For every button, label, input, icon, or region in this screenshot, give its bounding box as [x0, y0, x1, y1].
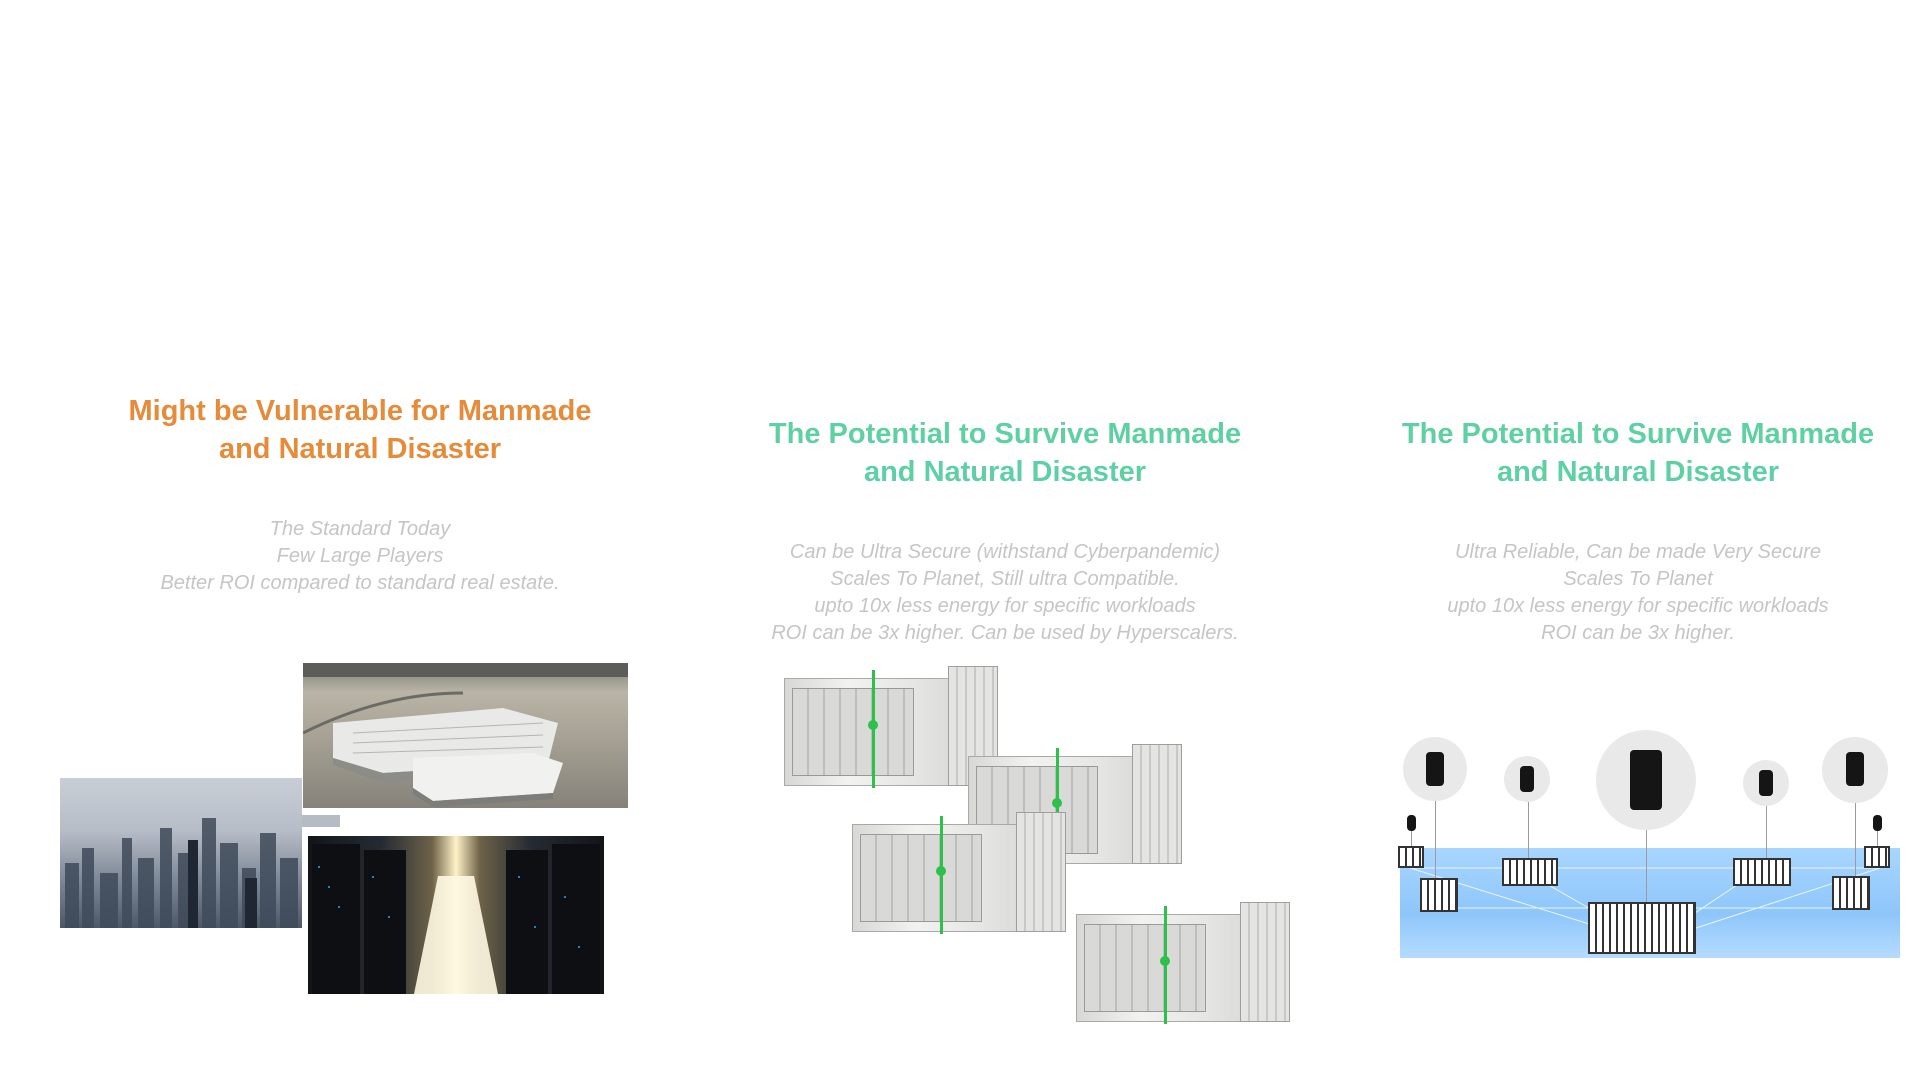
description-line: Better ROI compared to standard real est… [160, 572, 560, 594]
column-description: The Standard Today Few Large Players Bet… [100, 516, 620, 597]
smoggy-city-image [60, 778, 302, 928]
column-description: Ultra Reliable, Can be made Very Secure … [1378, 539, 1898, 647]
column-title: Might be Vulnerable for Manmade and Natu… [100, 392, 620, 468]
column-title: The Potential to Survive Manmade and Nat… [745, 415, 1265, 491]
title-line-2: and Natural Disaster [863, 456, 1147, 488]
building-icon [1733, 858, 1791, 886]
title-line-1: The Potential to Survive Manmade [768, 418, 1242, 450]
device-icon [1630, 750, 1662, 810]
modular-container-unit [1076, 896, 1290, 1024]
house-icon [1832, 876, 1870, 910]
house-icon [1420, 878, 1458, 912]
column-title: The Potential to Survive Manmade and Nat… [1378, 415, 1898, 491]
modular-container-unit [784, 660, 998, 788]
description-line: Scales To Planet, Still ultra Compatible… [830, 568, 1180, 590]
house-icon [1864, 846, 1890, 868]
connector-line [1411, 830, 1412, 850]
device-icon [1846, 752, 1864, 786]
description-line: Scales To Planet [1563, 568, 1713, 590]
title-line-1: Might be Vulnerable for Manmade [128, 395, 592, 427]
title-line-2: and Natural Disaster [1496, 456, 1780, 488]
headquarters-icon [1588, 902, 1696, 954]
device-icon [1407, 815, 1416, 831]
description-line: ROI can be 3x higher. [1541, 622, 1735, 644]
device-icon [1426, 752, 1444, 786]
column-description: Can be Ultra Secure (withstand Cyberpand… [745, 539, 1265, 647]
connector-line [1766, 800, 1767, 860]
building-icon [1502, 858, 1558, 886]
description-line: Few Large Players [276, 545, 444, 567]
server-room-image [308, 836, 604, 994]
description-line: ROI can be 3x higher. Can be used by Hyp… [771, 622, 1239, 644]
connector-line [1435, 800, 1436, 880]
description-line: Ultra Reliable, Can be made Very Secure [1454, 541, 1822, 563]
description-line: upto 10x less energy for specific worklo… [814, 595, 1196, 617]
device-icon [1759, 770, 1773, 796]
connector-line [1646, 812, 1647, 922]
description-line: Can be Ultra Secure (withstand Cyberpand… [789, 541, 1221, 563]
connector-line [1877, 830, 1878, 850]
title-line-2: and Natural Disaster [218, 433, 502, 465]
image-divider [296, 815, 340, 827]
column-network: The Potential to Survive Manmade and Nat… [1378, 415, 1898, 647]
column-standard: Might be Vulnerable for Manmade and Natu… [100, 392, 620, 597]
description-line: The Standard Today [269, 518, 451, 540]
connector-line [1528, 800, 1529, 860]
column-containers: The Potential to Survive Manmade and Nat… [745, 415, 1265, 647]
modular-container-unit [852, 806, 1066, 934]
connector-line [1855, 800, 1856, 880]
device-icon [1520, 766, 1534, 792]
device-icon [1873, 815, 1882, 831]
title-line-1: The Potential to Survive Manmade [1401, 418, 1875, 450]
house-icon [1398, 846, 1424, 868]
description-line: upto 10x less energy for specific worklo… [1447, 595, 1829, 617]
datacenter-campus-image [303, 663, 628, 808]
